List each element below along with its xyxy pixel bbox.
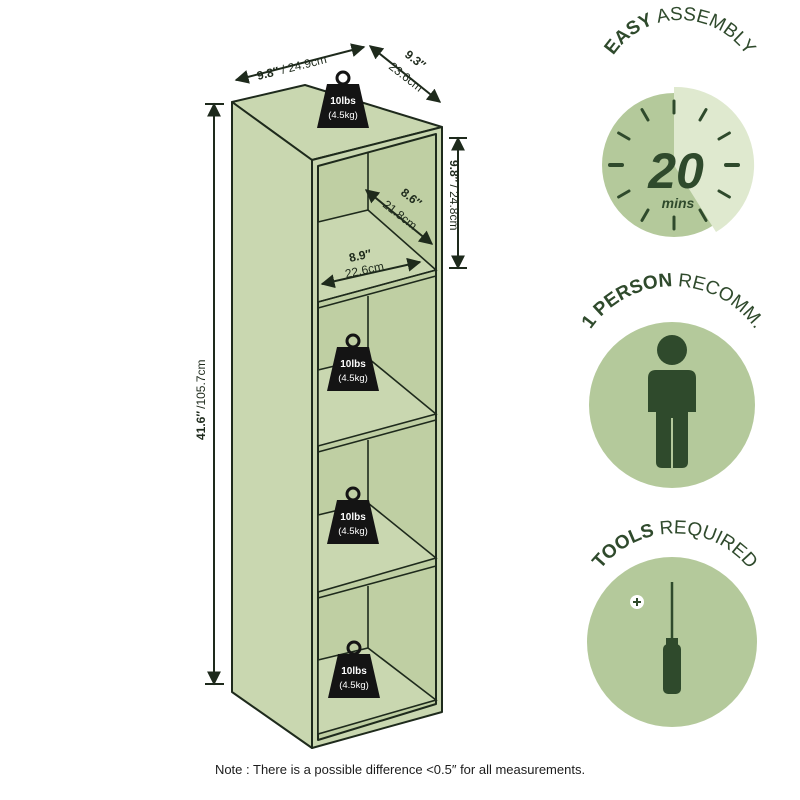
weight-icon: 10lbs (4.5kg): [328, 640, 380, 698]
weight-icon: 10lbs (4.5kg): [327, 333, 379, 391]
assembly-minutes-number: 20: [647, 143, 704, 199]
screwdriver-icon: [663, 582, 681, 694]
shelf-left-panel: [231, 101, 313, 749]
inner-width-dimension-line: [320, 257, 422, 289]
clock-tick: [698, 208, 708, 222]
clock-tick: [717, 189, 731, 199]
weight-kg-label: (4.5kg): [328, 110, 358, 121]
assembly-clock-wedge: [674, 86, 755, 232]
weight-lbs-label: 10lbs: [330, 96, 356, 107]
clock-tick: [698, 108, 708, 122]
depth-dimension-line: [368, 45, 442, 103]
weight-kg-label: (4.5kg): [338, 526, 368, 537]
clock-tick: [640, 108, 650, 122]
phillips-plus-icon: [630, 595, 644, 609]
assembly-arc-title: EASY ASSEMBLY: [601, 4, 760, 59]
inner-width-inch-label: 8.9″: [348, 247, 373, 265]
clock-tick: [640, 208, 650, 222]
clock-tick: [617, 131, 631, 141]
tools-badge: TOOLS REQUIRED: [587, 517, 761, 727]
weight-lbs-label: 10lbs: [340, 512, 366, 523]
weight-kg-label: (4.5kg): [338, 373, 368, 384]
inner-depth-dimension-line: [364, 189, 434, 245]
weight-capacity-icons: 10lbs(4.5kg)10lbs(4.5kg)10lbs(4.5kg)10lb…: [317, 70, 380, 698]
clock-tick: [717, 131, 731, 141]
weight-lbs-label: 10lbs: [340, 359, 366, 370]
weight-kg-label: (4.5kg): [339, 680, 369, 691]
cube-height-label: 9.8″/ 24.8cm: [447, 160, 461, 230]
clock-tick: [617, 189, 631, 199]
width-label: 9.8″/ 24.9cm: [255, 52, 328, 83]
person-badge: 1 PERSON RECOMM.: [578, 270, 768, 488]
height-label: 41.6″/105.7cm: [194, 360, 208, 440]
person-head-icon: [657, 335, 687, 365]
measurement-note: Note : There is a possible difference <0…: [214, 762, 586, 777]
weight-icon: 10lbs (4.5kg): [317, 70, 369, 128]
assembly-minutes-unit: mins: [662, 195, 695, 211]
assembly-badge: 20 mins EASY ASSEMBLY: [601, 4, 760, 237]
weight-lbs-label: 10lbs: [341, 666, 367, 677]
weight-icon: 10lbs (4.5kg): [327, 486, 379, 544]
width-dimension-line: [234, 43, 366, 84]
